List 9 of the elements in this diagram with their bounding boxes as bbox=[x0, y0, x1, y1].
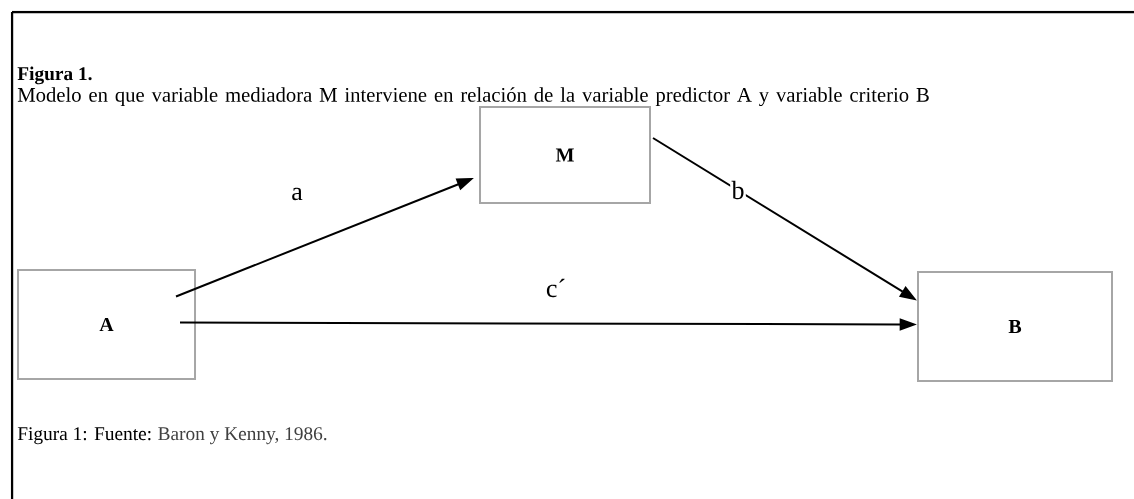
edge-label: b bbox=[730, 179, 746, 201]
variable-box: A bbox=[17, 269, 196, 380]
source-label: Figura 1: Fuente: bbox=[17, 427, 151, 445]
edge-label: a bbox=[289, 186, 305, 202]
edge-label: c´ bbox=[544, 277, 568, 299]
variable-box: B bbox=[917, 271, 1113, 382]
figure-title: Figura 1. bbox=[17, 66, 92, 85]
variable-box: M bbox=[479, 106, 651, 204]
citation-text: Baron y Kenny, 1986. bbox=[158, 427, 327, 445]
